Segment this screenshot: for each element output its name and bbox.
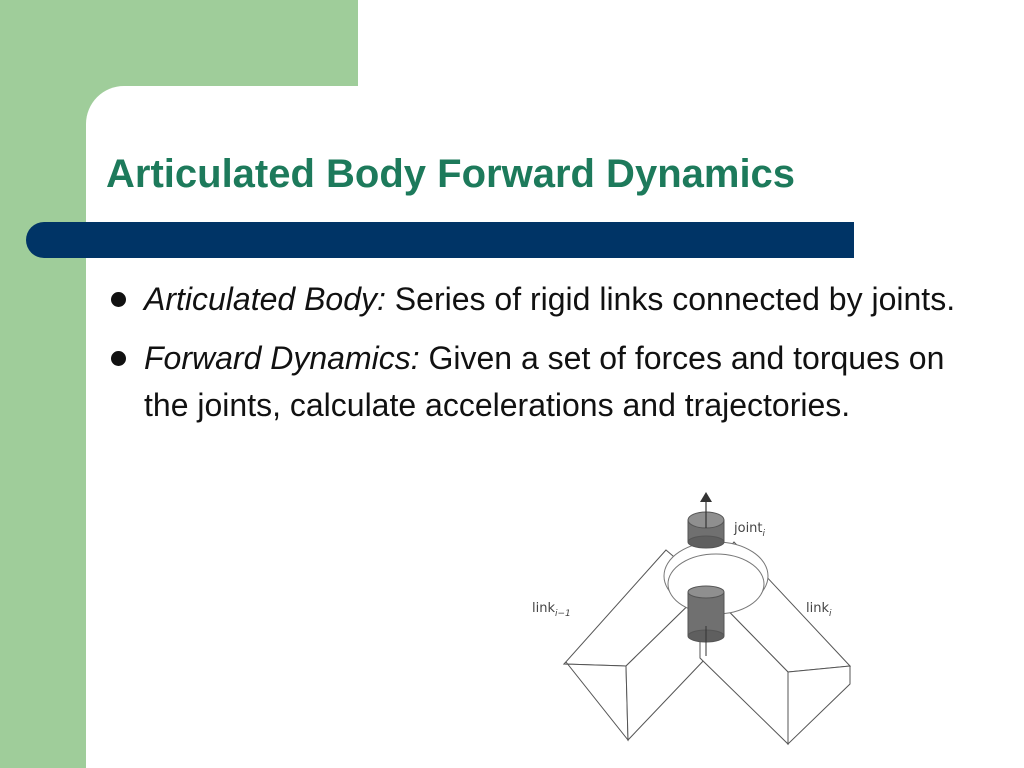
bullet-dot-icon	[111, 351, 126, 366]
bullet-articulated-body: Articulated Body: Series of rigid links …	[106, 276, 966, 323]
link-label: linki	[806, 601, 832, 619]
bullet-term: Articulated Body:	[144, 281, 386, 317]
bullet-dot-icon	[111, 292, 126, 307]
bullet-text: Series of rigid links connected by joint…	[394, 281, 956, 317]
joint-label: jointi	[733, 521, 766, 539]
link-prev-label: linki−1	[532, 601, 571, 619]
joint-axis-arrow-icon	[700, 492, 712, 528]
title-underline-bar	[26, 222, 854, 258]
content-card	[86, 86, 1024, 768]
articulated-joint-diagram: jointi linki−1 linki	[532, 492, 852, 746]
bullet-list: Articulated Body: Series of rigid links …	[106, 276, 966, 441]
bullet-text: Given a set of forces and torques on the…	[144, 340, 945, 423]
lower-joint-cylinder	[687, 585, 725, 656]
bullet-forward-dynamics: Forward Dynamics: Given a set of forces …	[106, 335, 966, 429]
bullet-term: Forward Dynamics:	[144, 340, 420, 376]
slide-title: Articulated Body Forward Dynamics	[106, 152, 796, 196]
